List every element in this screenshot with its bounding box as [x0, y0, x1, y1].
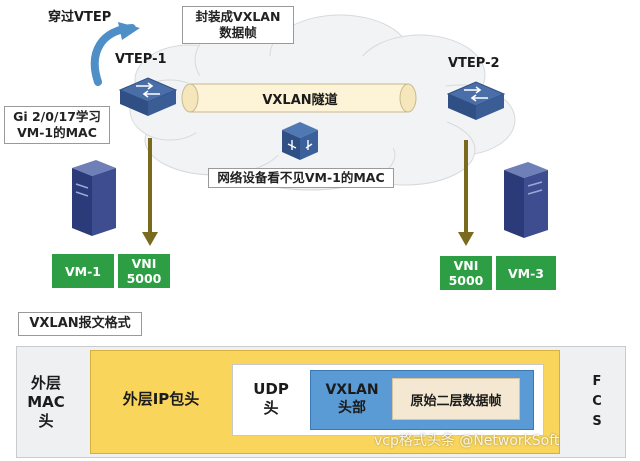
vxlan-tunnel — [181, 83, 417, 113]
format-title: VXLAN报文格式 — [18, 312, 142, 336]
udp-line-2: 头 — [263, 399, 279, 417]
fcs-line-1: F — [592, 374, 602, 389]
vtep2-label: VTEP-2 — [448, 56, 500, 71]
mac-learning-line-1: Gi 2/0/17学习 — [13, 109, 101, 124]
vxlan-header-label: VXLAN 头部 — [316, 374, 388, 424]
fcs-block: F C S — [572, 352, 622, 452]
vxlan-line-2: 头部 — [338, 400, 366, 416]
vni-right-line-1: VNI — [453, 258, 479, 273]
outer-mac-line-2: MAC — [27, 392, 65, 411]
vm3-server-icon — [504, 162, 548, 238]
cross-vtep-label: 穿过VTEP — [48, 10, 112, 25]
encapsulate-note: 封装成VXLAN 数据帧 — [182, 6, 294, 44]
vni-left-line-1: VNI — [131, 256, 157, 271]
fcs-line-3: S — [592, 414, 602, 429]
vxlan-line-1: VXLAN — [325, 382, 379, 398]
vtep1-down-arrow — [142, 138, 158, 246]
vm1-box: VM-1 — [52, 254, 114, 288]
vtep1-switch-icon — [118, 77, 178, 116]
tunnel-label: VXLAN隧道 — [262, 92, 338, 108]
inner-frame-block: 原始二层数据帧 — [392, 378, 520, 420]
udp-label: UDP 头 — [236, 372, 306, 426]
outer-mac-line-1: 外层 — [30, 373, 61, 392]
vm1-server-icon — [72, 160, 116, 236]
vtep2-down-arrow — [458, 140, 474, 246]
encapsulate-line-1: 封装成VXLAN — [195, 9, 281, 24]
curved-arrow-icon — [90, 22, 140, 86]
network-device-icon — [282, 122, 318, 160]
watermark: vcp格式头条 @NetworkSoft — [374, 433, 560, 449]
fcs-line-2: C — [592, 394, 602, 409]
outer-mac-line-3: 头 — [38, 411, 54, 430]
vni-left-box: VNI 5000 — [118, 254, 170, 288]
mac-learning-note: Gi 2/0/17学习 VM-1的MAC — [4, 106, 110, 144]
vm3-box: VM-3 — [496, 256, 556, 290]
vtep2-switch-icon — [446, 81, 506, 120]
network-note: 网络设备看不见VM-1的MAC — [208, 168, 394, 188]
vtep1-label: VTEP-1 — [115, 52, 167, 67]
encapsulate-line-2: 数据帧 — [219, 25, 257, 40]
udp-line-1: UDP — [253, 380, 289, 398]
mac-learning-line-2: VM-1的MAC — [17, 125, 97, 140]
vm3-label: VM-3 — [508, 265, 544, 281]
outer-ip-label: 外层IP包头 — [122, 389, 200, 408]
outer-mac-header: 外层 MAC 头 — [18, 350, 74, 454]
inner-frame-label: 原始二层数据帧 — [410, 393, 502, 409]
vni-right-box: VNI 5000 — [440, 256, 492, 290]
vm1-label: VM-1 — [65, 263, 101, 279]
vni-left-line-2: 5000 — [126, 271, 162, 286]
vni-right-line-2: 5000 — [448, 273, 484, 288]
